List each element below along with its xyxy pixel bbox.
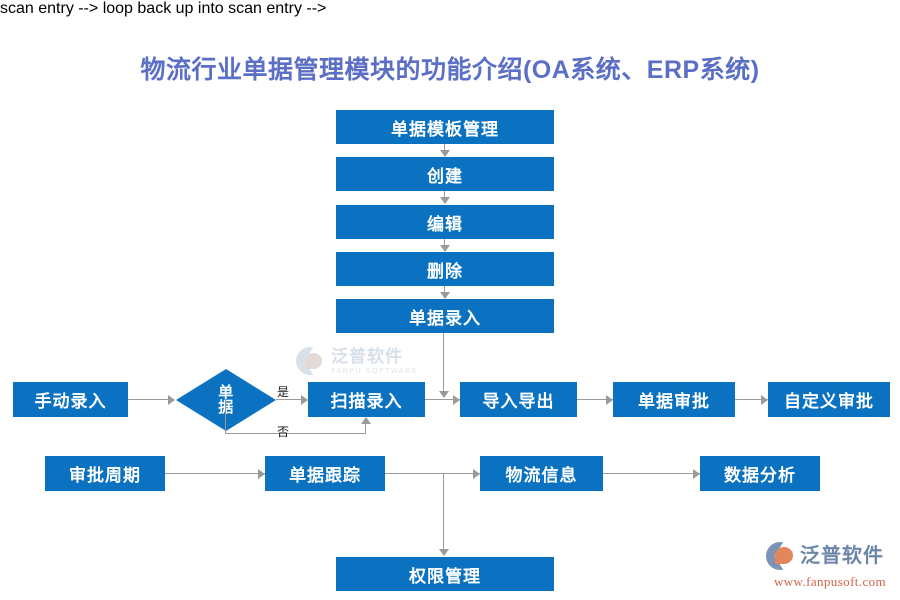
connector-template-to-create [444, 144, 446, 151]
connector-entry-to-row [443, 333, 445, 393]
arrow-right-icon [301, 395, 308, 405]
node-label: 扫描录入 [330, 392, 403, 411]
brand-logo: 泛普软件 www.fanpusoft.com [766, 540, 894, 592]
node-label: 物流信息 [505, 466, 578, 485]
node-permission-management[interactable]: 权限管理 [336, 557, 554, 591]
connector-decision-yes [276, 399, 306, 401]
node-import-export[interactable]: 导入导出 [460, 382, 577, 417]
connector-manual-to-decision [128, 399, 170, 401]
node-label: 编辑 [427, 214, 463, 234]
page-title: 物流行业单据管理模块的功能介绍(OA系统、ERP系统) [140, 56, 760, 84]
edge-label-yes: 是 [277, 385, 290, 399]
arrow-right-icon [693, 469, 700, 479]
node-document-approval[interactable]: 单据审批 [613, 382, 735, 417]
connector-row4-to-permission [443, 473, 445, 551]
fanpu-logo-icon [296, 346, 326, 376]
arrow-down-icon [439, 549, 449, 556]
connector-cycle-to-tracking [165, 473, 265, 475]
arrow-right-icon [473, 469, 480, 479]
node-label: 权限管理 [409, 566, 481, 586]
connector-delete-to-entry [444, 286, 446, 293]
node-entry[interactable]: 单据录入 [336, 299, 554, 333]
arrow-right-icon [761, 395, 768, 405]
diamond-label-line1: 单 [218, 383, 234, 401]
arrow-down-icon [440, 292, 450, 299]
node-data-analysis[interactable]: 数据分析 [700, 456, 820, 491]
connector-logistics-to-analysis [603, 473, 700, 475]
node-label: 数据分析 [724, 466, 796, 485]
node-manual-entry[interactable]: 手动录入 [13, 382, 128, 417]
node-label: 自定义审批 [784, 392, 874, 411]
connector-edit-to-delete [444, 239, 446, 246]
connector-import-to-approval [577, 399, 613, 401]
arrow-down-icon [440, 197, 450, 204]
node-label: 导入导出 [482, 392, 555, 411]
node-create[interactable]: 创建 [336, 157, 554, 191]
node-scan-entry[interactable]: 扫描录入 [308, 382, 425, 417]
node-delete[interactable]: 删除 [336, 252, 554, 286]
connector-decision-no-down [225, 400, 227, 434]
node-logistics-info[interactable]: 物流信息 [480, 456, 603, 491]
logo-website-url: www.fanpusoft.com [773, 574, 887, 589]
connector-tracking-to-logistics [385, 473, 480, 475]
center-watermark: 泛普软件 FANPU SOFTWARE [296, 341, 446, 381]
node-approval-cycle[interactable]: 审批周期 [45, 456, 165, 491]
arrow-down-icon [440, 150, 450, 157]
arrow-right-icon [168, 395, 175, 405]
edge-label-no: 否 [277, 425, 290, 439]
connector-scan-to-import [425, 399, 460, 401]
node-label: 审批周期 [69, 466, 141, 485]
node-document-tracking[interactable]: 单据跟踪 [265, 456, 385, 491]
arrow-down-icon [439, 391, 449, 398]
arrow-right-icon [258, 469, 265, 479]
node-label: 单据跟踪 [289, 466, 361, 485]
watermark-brand-cn: 泛普软件 [331, 346, 403, 366]
node-label: 单据模板管理 [391, 119, 499, 139]
arrow-up-icon [361, 417, 371, 424]
node-template-management[interactable]: 单据模板管理 [336, 110, 554, 144]
logo-brand-cn: 泛普软件 [800, 545, 884, 567]
node-custom-approval[interactable]: 自定义审批 [768, 382, 890, 417]
node-edit[interactable]: 编辑 [336, 205, 554, 239]
connector-approval-to-custom [735, 399, 768, 401]
arrow-right-icon [606, 395, 613, 405]
node-label: 单据录入 [409, 308, 481, 328]
node-label: 单据审批 [638, 392, 710, 411]
connector-decision-no-up [365, 424, 367, 434]
arrow-right-icon [453, 395, 460, 405]
node-label: 删除 [427, 261, 463, 281]
fanpu-logo-icon [766, 541, 796, 571]
arrow-down-icon [440, 245, 450, 252]
node-label: 创建 [427, 166, 463, 186]
watermark-brand-en: FANPU SOFTWARE [331, 367, 419, 375]
connector-create-to-edit [444, 191, 446, 198]
node-label: 手动录入 [34, 392, 107, 411]
connector-decision-no-across [225, 433, 366, 435]
